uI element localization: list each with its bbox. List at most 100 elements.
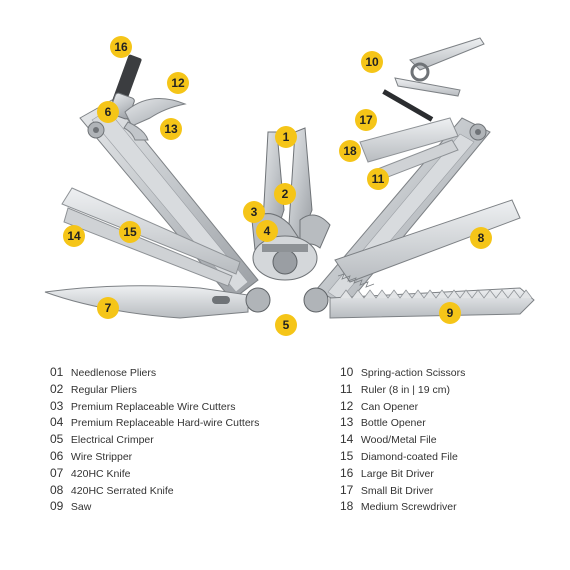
legend-number: 18: [340, 499, 354, 514]
legend-item: 03 Premium Replaceable Wire Cutters: [50, 398, 259, 415]
legend-number: 06: [50, 448, 64, 463]
scissors: [394, 37, 485, 97]
legend-number: 04: [50, 415, 64, 430]
legend-item: 14 Wood/Metal File: [340, 431, 465, 448]
can-opener: [123, 98, 187, 141]
legend-number: 12: [340, 398, 354, 413]
legend-text: Needlenose Pliers: [70, 367, 157, 379]
callout-7: 7: [97, 297, 119, 319]
legend-number: 16: [340, 465, 354, 480]
legend-text: Diamond-coated File: [360, 450, 458, 463]
legend-item: 13 Bottle Opener: [340, 414, 465, 431]
legend-text: Saw: [70, 501, 92, 514]
callout-9: 9: [439, 302, 461, 324]
callout-14: 14: [63, 225, 85, 247]
saw-blade: [329, 287, 535, 319]
legend-item: 07 420HC Knife: [50, 465, 259, 482]
legend-number: 05: [50, 432, 64, 447]
callout-5: 5: [275, 314, 297, 336]
legend-item: 05 Electrical Crimper: [50, 431, 259, 448]
multitool-illustration: [44, 37, 535, 319]
legend-number: 13: [340, 415, 354, 430]
callout-11: 11: [367, 168, 389, 190]
callout-1: 1: [275, 126, 297, 148]
legend-number: 03: [50, 398, 64, 413]
callout-13: 13: [160, 118, 182, 140]
callout-label: 3: [250, 205, 258, 219]
callout-label: 9: [446, 306, 454, 320]
callout-label: 2: [281, 187, 289, 201]
callout-6: 6: [97, 101, 119, 123]
small-bit-driver: [382, 89, 434, 122]
left-pivot-bolt: [245, 287, 271, 313]
legend-number: 02: [50, 381, 64, 396]
callout-label: 12: [171, 76, 185, 90]
callout-17: 17: [355, 109, 377, 131]
legend-text: 420HC Serrated Knife: [70, 484, 174, 497]
callout-10: 10: [361, 51, 383, 73]
wood-metal-file: [61, 187, 241, 287]
legend-number: 08: [50, 482, 64, 497]
legend-number: 17: [340, 482, 354, 497]
legend-text: Large Bit Driver: [360, 467, 434, 480]
legend-right: 10 Spring-action Scissors 11 Ruler (8 in…: [340, 364, 465, 515]
callout-3: 3: [243, 201, 265, 223]
legend-item: 18 Medium Screwdriver: [340, 498, 465, 515]
legend-text: Spring-action Scissors: [360, 367, 466, 379]
legend-item: 01 Needlenose Pliers: [50, 364, 259, 381]
legend-text: Regular Pliers: [70, 383, 137, 396]
legend-item: 17 Small Bit Driver: [340, 482, 465, 499]
serrated-knife: [334, 199, 521, 288]
callout-label: 11: [371, 172, 385, 186]
legend-number: 01: [50, 365, 64, 379]
legend-text: Bottle Opener: [360, 417, 426, 430]
legend-item: 08 420HC Serrated Knife: [50, 482, 259, 499]
callout-label: 15: [123, 225, 137, 239]
callout-label: 4: [263, 224, 271, 238]
legend-text: Wood/Metal File: [360, 434, 437, 447]
legend-text: Electrical Crimper: [70, 434, 154, 447]
legend-item: 11 Ruler (8 in | 19 cm): [340, 381, 465, 398]
legend-text: Wire Stripper: [70, 450, 133, 463]
legend-number: 14: [340, 432, 354, 447]
callout-label: 17: [359, 113, 373, 127]
legend-number: 11: [340, 381, 353, 396]
ruler: [359, 117, 459, 181]
callout-label: 6: [104, 105, 112, 119]
callout-label: 13: [164, 122, 178, 136]
callout-4: 4: [256, 220, 278, 242]
legend-text: Ruler (8 in | 19 cm): [360, 383, 451, 396]
legend-text: Medium Screwdriver: [360, 501, 457, 514]
legend-item: 04 Premium Replaceable Hard-wire Cutters: [50, 414, 259, 431]
callout-label: 8: [477, 231, 485, 245]
legend-item: 10 Spring-action Scissors: [340, 364, 465, 381]
callout-label: 5: [282, 318, 290, 332]
callout-16: 16: [110, 36, 132, 58]
legend-text: Premium Replaceable Hard-wire Cutters: [70, 417, 260, 430]
legend-item: 15 Diamond-coated File: [340, 448, 465, 465]
legend-item: 06 Wire Stripper: [50, 448, 259, 465]
callout-label: 16: [114, 40, 128, 54]
right-pivot-bolt: [303, 287, 329, 313]
legend-number: 10: [340, 365, 354, 379]
legend-text: Premium Replaceable Wire Cutters: [70, 400, 236, 413]
legend-text: Can Opener: [360, 400, 419, 413]
pivot-badge: [252, 235, 318, 281]
legend-item: 02 Regular Pliers: [50, 381, 259, 398]
legend-text: Small Bit Driver: [360, 484, 434, 497]
legend-text: 420HC Knife: [70, 467, 131, 480]
callout-label: 18: [343, 144, 357, 158]
callout-label: 14: [67, 229, 81, 243]
legend-number: 15: [340, 448, 354, 463]
legend-number: 07: [50, 465, 64, 480]
legend-item: 12 Can Opener: [340, 398, 465, 415]
callout-label: 7: [104, 301, 112, 315]
legend-number: 09: [50, 499, 64, 514]
callout-12: 12: [167, 72, 189, 94]
callout-2: 2: [274, 183, 296, 205]
callout-8: 8: [470, 227, 492, 249]
callout-label: 1: [282, 130, 290, 144]
knife-blade: [44, 285, 249, 319]
legend-item: 09 Saw: [50, 498, 259, 515]
callout-label: 10: [365, 55, 379, 69]
